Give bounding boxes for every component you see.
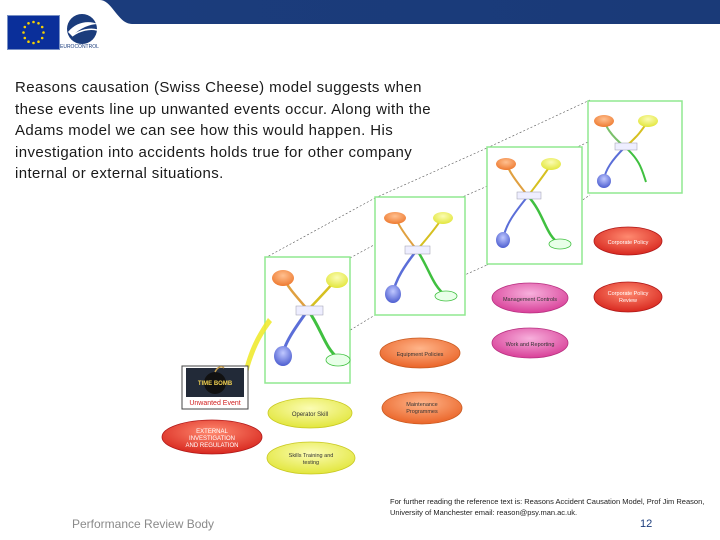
footer-organisation: Performance Review Body [72,517,215,531]
node-corporate-policy-review: Corporate Policy Review [593,281,663,313]
node-work-reporting: Work and Reporting [491,327,569,359]
external-label-line2: INVESTIGATION [189,436,235,442]
svg-text:Corporate Policy: Corporate Policy [608,291,649,297]
external-label-line1: EXTERNAL [196,429,228,435]
svg-text:testing: testing [303,460,319,466]
card-layer-1 [264,256,351,384]
eu-flag-icon [7,15,60,50]
svg-text:Programmes: Programmes [406,409,438,415]
svg-text:Corporate Policy: Corporate Policy [608,240,649,246]
node-equipment-policies: Equipment Policies [379,337,461,369]
node-maintenance: Maintenance Programmes [381,391,463,425]
node-corporate-policy: Corporate Policy [593,226,663,256]
svg-text:Review: Review [619,298,637,304]
svg-text:Operator Skill: Operator Skill [292,412,328,418]
page-number: 12 [640,518,653,530]
svg-text:Equipment Policies: Equipment Policies [397,352,444,358]
svg-text:Work and Reporting: Work and Reporting [506,342,555,348]
svg-text:Skills Training and: Skills Training and [289,453,334,459]
reference-text: For further reading the reference text i… [390,497,705,517]
eurocontrol-logo-icon [62,12,102,52]
svg-text:Maintenance: Maintenance [406,402,438,408]
node-external: EXTERNAL INVESTIGATION AND REGULATION [161,419,263,455]
external-label-line3: AND REGULATION [186,443,239,449]
unwanted-event-box: TIME BOMB Unwanted Event [181,365,249,410]
header-banner [0,0,720,62]
unwanted-event-label: Unwanted Event [189,400,240,407]
node-operator-skill: Operator Skill [267,397,353,429]
card-layer-2 [374,196,466,316]
card-layer-4 [587,100,683,194]
node-management-controls: Management Controls [491,282,569,314]
node-skills-training: Skills Training and testing [266,441,356,475]
svg-text:Management Controls: Management Controls [503,297,557,303]
eurocontrol-label: EUROCONTROL [60,44,99,50]
event-icon-text: TIME BOMB [198,381,233,387]
hazard-beam [244,318,272,373]
body-paragraph: Reasons causation (Swiss Cheese) model s… [15,79,431,183]
card-layer-3 [486,146,583,265]
